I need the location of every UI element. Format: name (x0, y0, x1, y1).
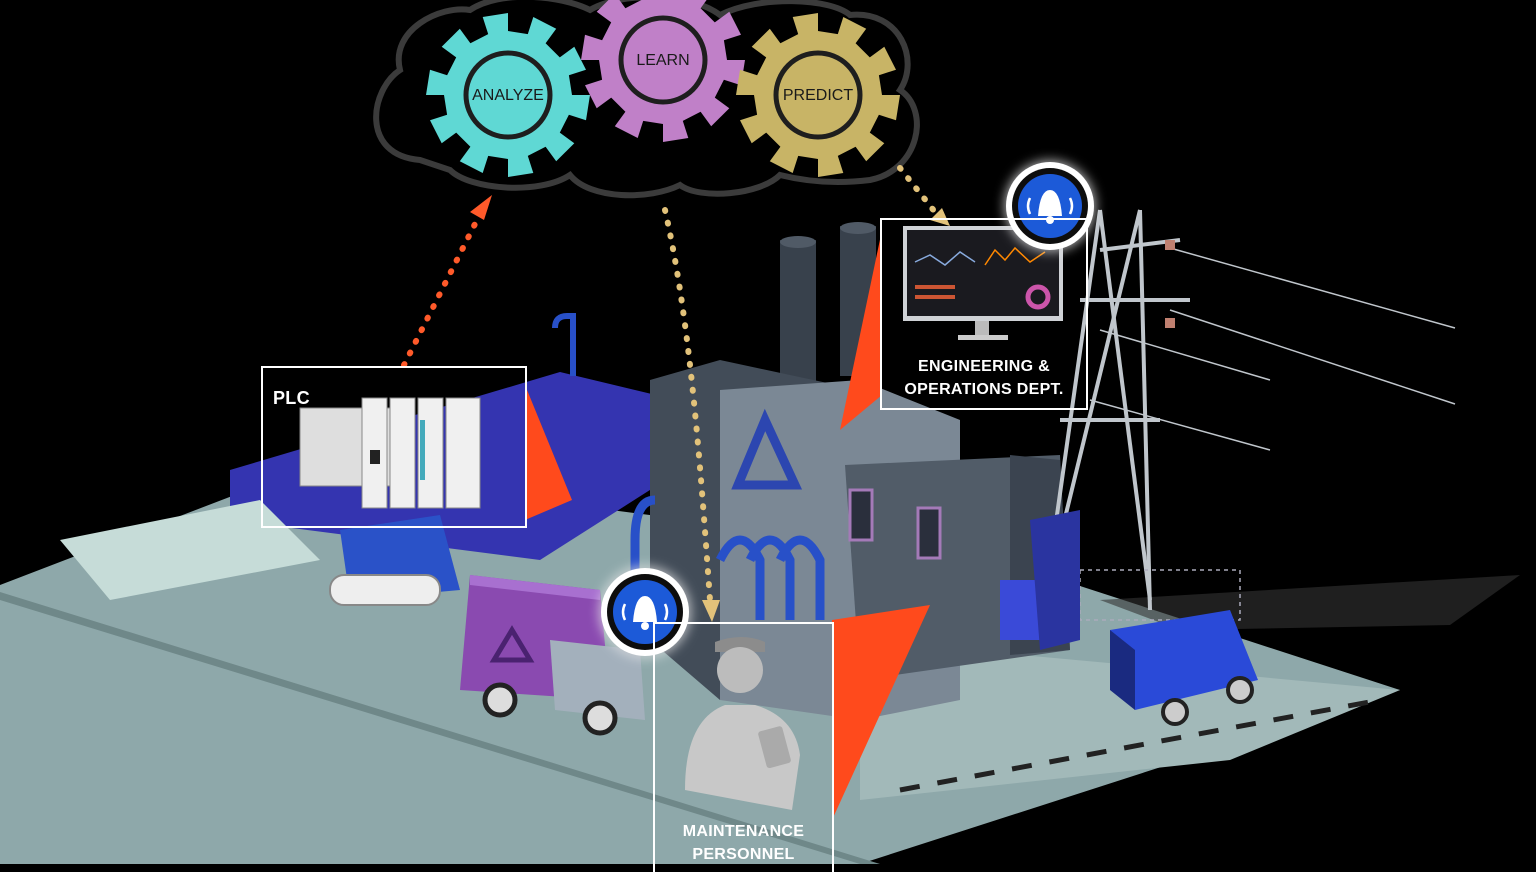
engineering-card: ENGINEERING & OPERATIONS DEPT. (880, 218, 1088, 410)
plc-device (299, 397, 481, 509)
worker-icon (685, 637, 800, 810)
plc-to-cloud-arrow (401, 195, 492, 368)
power-tower (1043, 209, 1456, 611)
gear-analyze-hub (463, 50, 553, 140)
gear-learn (581, 0, 745, 142)
gear-predict-hub (773, 50, 863, 140)
gear-predict-label: PREDICT (783, 87, 853, 104)
maintenance-beam (832, 605, 930, 820)
maintenance-card: MAINTENANCE PERSONNEL (653, 622, 834, 872)
engineering-beam (840, 230, 882, 430)
delivery-van (1110, 610, 1258, 726)
gear-analyze-label: ANALYZE (472, 87, 544, 104)
gear-analyze (426, 13, 590, 177)
plc-label: PLC (273, 388, 310, 408)
garbage-truck (460, 575, 645, 736)
gear-learn-label: LEARN (636, 52, 689, 69)
engineering-label-line2: OPERATIONS DEPT. (904, 381, 1064, 398)
gear-learn-hub (618, 15, 708, 105)
cloud-to-engineering-arrow (897, 165, 950, 226)
cloud-to-maintenance-arrow (662, 207, 720, 622)
plc-card: PLC (261, 366, 527, 528)
cloud-outline (373, 0, 920, 199)
equipment (329, 510, 1080, 650)
gear-predict (736, 13, 900, 177)
engineering-label-line1: ENGINEERING & (918, 358, 1050, 375)
maintenance-label-line2: PERSONNEL (692, 846, 795, 863)
pipes (552, 313, 825, 620)
bell-icon (1006, 162, 1094, 250)
plc-beam (525, 385, 572, 520)
recycle-icon (731, 408, 803, 490)
bell-icon (601, 568, 689, 656)
maintenance-label-line1: MAINTENANCE (682, 823, 805, 840)
